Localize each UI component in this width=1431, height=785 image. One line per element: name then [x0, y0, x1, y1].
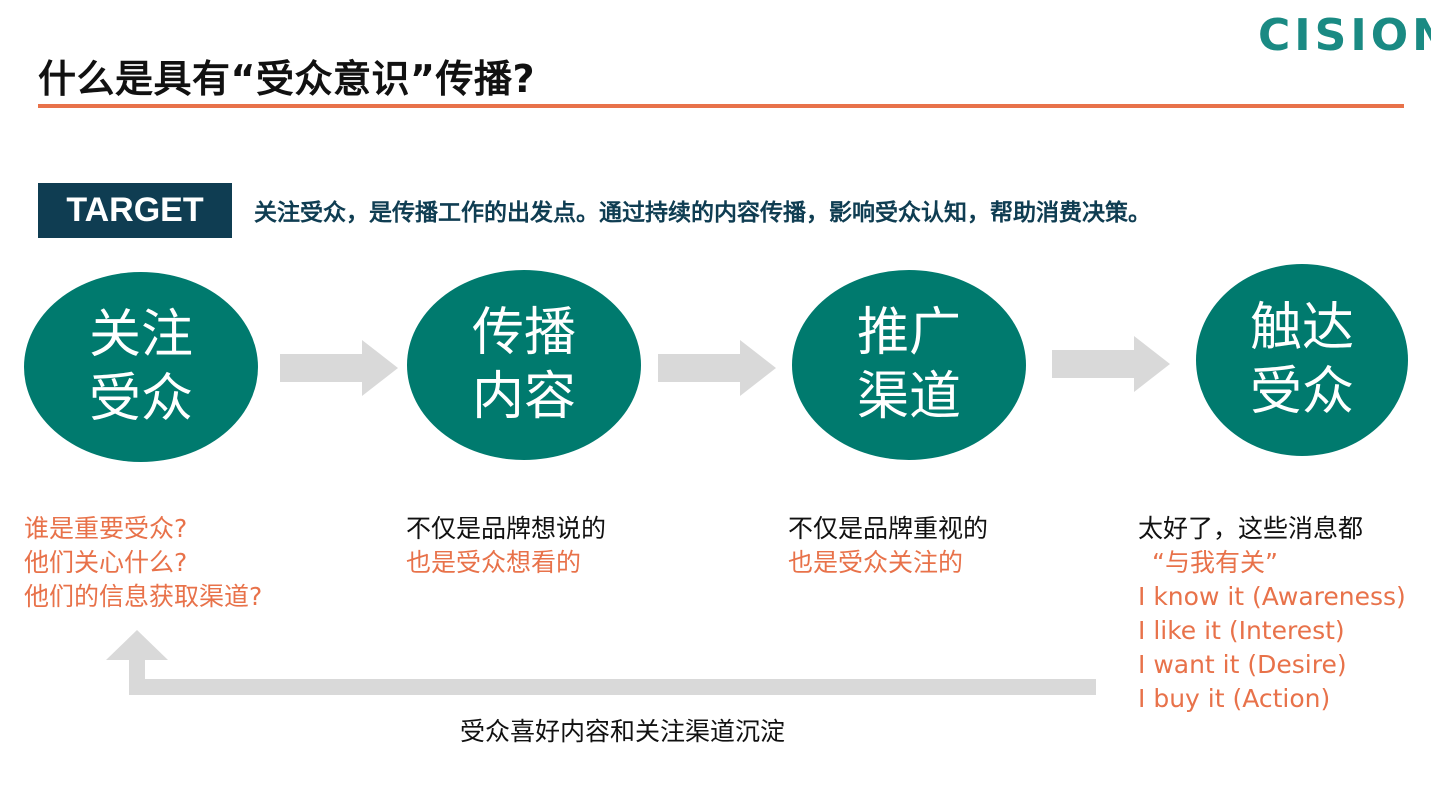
step-3-line-2: 渠道 [856, 367, 961, 427]
title-divider [38, 104, 1404, 108]
feedback-label: 受众喜好内容和关注渠道沉淀 [460, 717, 786, 746]
logo-text: CISION [1258, 10, 1431, 61]
step-4-line-2: 受众 [1249, 362, 1354, 422]
desc-4-action: I buy it (Action) [1138, 684, 1331, 713]
target-badge: TARGET [38, 183, 232, 238]
desc-2-line-2: 也是受众想看的 [406, 548, 582, 577]
target-statement: 关注受众，是传播工作的出发点。通过持续的内容传播，影响受众认知，帮助消费决策。 [254, 200, 1151, 226]
cision-logo: CISION® [1258, 10, 1431, 61]
flow-arrow-3-icon [1052, 336, 1170, 392]
desc-1-line-1: 谁是重要受众? [24, 514, 188, 543]
flow-arrow-1-icon [280, 340, 398, 396]
desc-4-line-2: “与我有关” [1152, 548, 1278, 577]
desc-1-line-2: 他们关心什么? [24, 548, 188, 577]
step-3-description: 不仅是品牌重视的 也是受众关注的 [788, 512, 988, 580]
desc-4-interest: I like it (Interest) [1138, 616, 1345, 645]
step-4-description: 太好了，这些消息都 “与我有关” I know it (Awareness) I… [1138, 512, 1406, 716]
step-circle-3: 推广渠道 [792, 270, 1026, 460]
step-circle-4: 触达受众 [1196, 264, 1408, 456]
flow-arrow-2-icon [658, 340, 776, 396]
step-3-line-1: 推广 [856, 303, 961, 363]
step-1-description: 谁是重要受众? 他们关心什么? 他们的信息获取渠道? [24, 512, 262, 614]
desc-3-line-1: 不仅是品牌重视的 [788, 514, 989, 543]
step-1-line-1: 关注 [88, 305, 193, 365]
desc-4-awareness: I know it (Awareness) [1138, 582, 1406, 611]
step-circle-1: 关注受众 [24, 272, 258, 462]
step-2-line-1: 传播 [471, 303, 576, 363]
desc-4-desire: I want it (Desire) [1138, 650, 1347, 679]
step-2-line-2: 内容 [471, 367, 576, 427]
step-2-description: 不仅是品牌想说的 也是受众想看的 [406, 512, 606, 580]
step-4-line-1: 触达 [1249, 298, 1354, 358]
step-1-line-2: 受众 [88, 369, 193, 429]
step-circle-2: 传播内容 [407, 270, 641, 460]
page-title: 什么是具有“受众意识”传播? [38, 57, 535, 101]
desc-4-line-1: 太好了，这些消息都 [1138, 514, 1364, 543]
desc-3-line-2: 也是受众关注的 [788, 548, 964, 577]
desc-2-line-1: 不仅是品牌想说的 [406, 514, 607, 543]
desc-1-line-3: 他们的信息获取渠道? [24, 582, 263, 611]
